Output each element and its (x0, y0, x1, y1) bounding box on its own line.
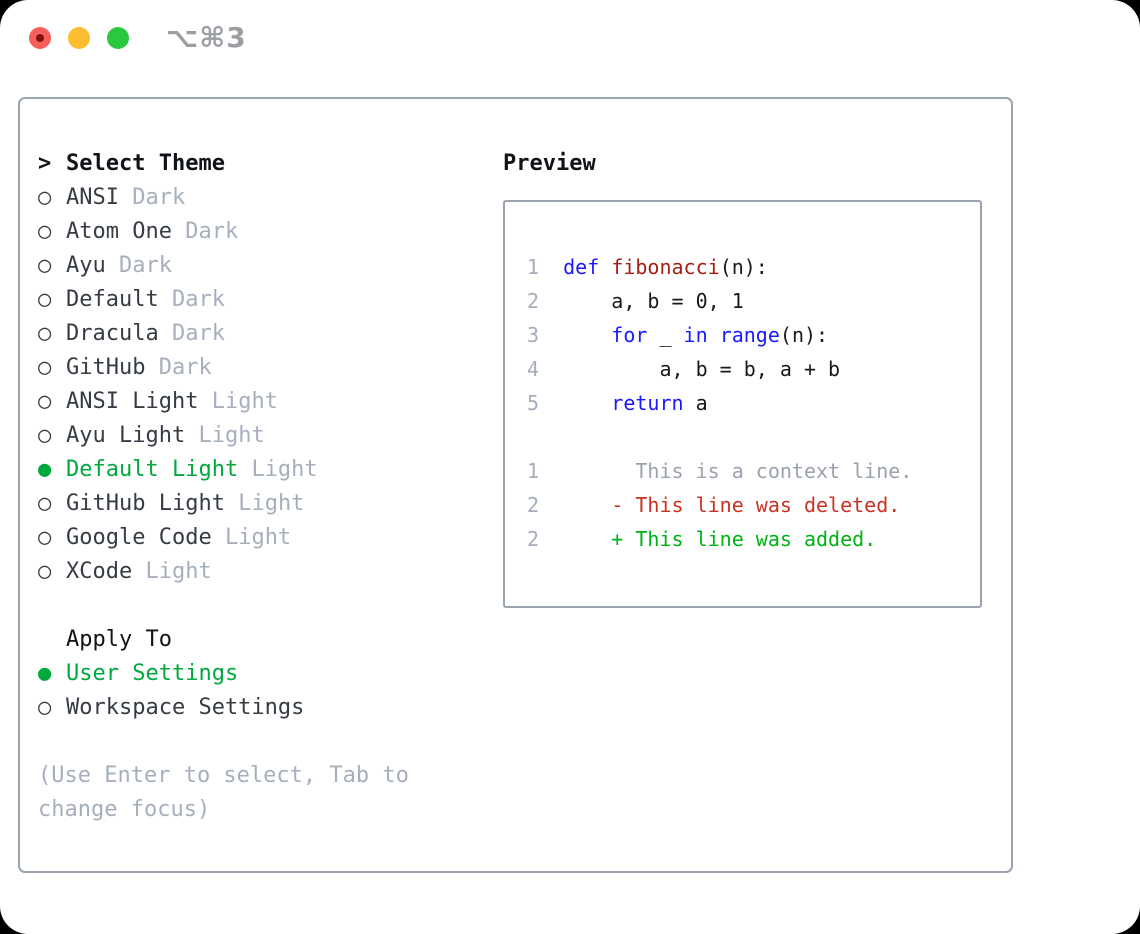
theme-selector-panel: > Select Theme ○ANSI Dark○Atom One Dark○… (18, 97, 1013, 873)
theme-option-label: Ayu Dark (66, 253, 172, 278)
radio-unselected-icon: ○ (38, 321, 52, 346)
radio-unselected-icon: ○ (38, 695, 52, 720)
theme-option-ansi[interactable]: ○ ANSI Dark (38, 181, 478, 215)
theme-option-dracula[interactable]: ○ Dracula Dark (38, 317, 478, 351)
preview-heading: Preview (503, 151, 596, 176)
radio-unselected-icon: ○ (38, 253, 52, 278)
theme-list: ○ ANSI Dark ○ Atom One Dark ○ Ayu Dark ○ Defaul… (38, 181, 478, 589)
diff-line: 2 + This line was added. (527, 527, 877, 551)
apply-option-label: User Settings (66, 661, 239, 686)
radio-unselected-icon: ○ (38, 389, 52, 414)
spacer (38, 589, 478, 623)
theme-option-atom-one[interactable]: ○ Atom One Dark (38, 215, 478, 249)
theme-option-label: Default Dark (66, 287, 225, 312)
apply-option-label: Workspace Settings (66, 695, 305, 720)
theme-option-xcode[interactable]: ○ XCode Light (38, 555, 478, 589)
theme-option-default[interactable]: ○ Default Dark (38, 283, 478, 317)
close-button-icon[interactable] (29, 26, 51, 49)
theme-option-label: ANSI Light Light (66, 389, 278, 414)
code-line: 1 def fibonacci(n): (527, 255, 768, 279)
theme-option-ayu[interactable]: ○ Ayu Dark (38, 249, 478, 283)
apply-to-list: ● User Settings ○ Workspace Settings (38, 657, 478, 725)
theme-option-label: Default Light Light (66, 457, 318, 482)
theme-option-label: Atom One Dark (66, 219, 239, 244)
code-line: 5 return a (527, 391, 708, 415)
theme-option-ansi-light[interactable]: ○ ANSI Light Light (38, 385, 478, 419)
spacer (38, 725, 478, 759)
radio-unselected-icon: ○ (38, 355, 52, 380)
select-theme-heading-label: Select Theme (66, 151, 225, 176)
left-column: > Select Theme ○ANSI Dark○Atom One Dark○… (38, 147, 478, 827)
preview-box: 1 def fibonacci(n): 2 a, b = 0, 1 3 for _ … (503, 200, 982, 608)
code-line: 3 for _ in range(n): (527, 323, 829, 347)
theme-option-label: GitHub Dark (66, 355, 212, 380)
indent-spacer (38, 623, 66, 657)
apply-to-heading: Apply To (38, 623, 478, 657)
minimize-button-icon[interactable] (68, 26, 90, 49)
code-line: 2 a, b = 0, 1 (527, 289, 744, 313)
cursor-arrow-icon: > (38, 151, 52, 176)
preview-column: Preview 1 def fibonacci(n): 2 a, b = 0, 1… (503, 147, 982, 608)
theme-option-label: GitHub Light Light (66, 491, 305, 516)
radio-unselected-icon: ○ (38, 219, 52, 244)
radio-unselected-icon: ○ (38, 185, 52, 210)
theme-option-label: Google Code Light (66, 525, 292, 550)
zoom-button-icon[interactable] (107, 26, 129, 49)
radio-unselected-icon: ○ (38, 491, 52, 516)
radio-unselected-icon: ○ (38, 559, 52, 584)
window-title: ⌥⌘3 (166, 21, 247, 54)
radio-unselected-icon: ○ (38, 423, 52, 448)
apply-option-user-settings[interactable]: ● User Settings (38, 657, 478, 691)
diff-line: 2 - This line was deleted. (527, 493, 901, 517)
theme-option-label: Dracula Dark (66, 321, 225, 346)
code-preview-block: 1 def fibonacci(n): 2 a, b = 0, 1 3 for _ … (527, 250, 962, 420)
help-text: (Use Enter to select, Tab to change focu… (38, 763, 409, 822)
diff-preview-block: 1 This is a context line. 2 - This line w… (527, 454, 962, 556)
diff-line: 1 This is a context line. (527, 459, 913, 483)
theme-option-label: XCode Light (66, 559, 212, 584)
theme-option-label: ANSI Dark (66, 185, 186, 210)
radio-selected-icon: ● (38, 661, 52, 686)
theme-option-default-light[interactable]: ● Default Light Light (38, 453, 478, 487)
radio-unselected-icon: ○ (38, 525, 52, 550)
theme-option-google-code[interactable]: ○ Google Code Light (38, 521, 478, 555)
theme-option-github-light[interactable]: ○ GitHub Light Light (38, 487, 478, 521)
theme-option-label: Ayu Light Light (66, 423, 265, 448)
theme-option-ayu-light[interactable]: ○ Ayu Light Light (38, 419, 478, 453)
code-line: 4 a, b = b, a + b (527, 357, 841, 381)
apply-option-workspace-settings[interactable]: ○ Workspace Settings (38, 691, 478, 725)
radio-selected-icon: ● (38, 457, 52, 482)
radio-unselected-icon: ○ (38, 287, 52, 312)
apply-to-heading-label: Apply To (66, 627, 172, 652)
theme-option-github[interactable]: ○ GitHub Dark (38, 351, 478, 385)
select-theme-heading: > Select Theme (38, 147, 478, 181)
title-bar: ⌥⌘3 (0, 0, 1140, 75)
